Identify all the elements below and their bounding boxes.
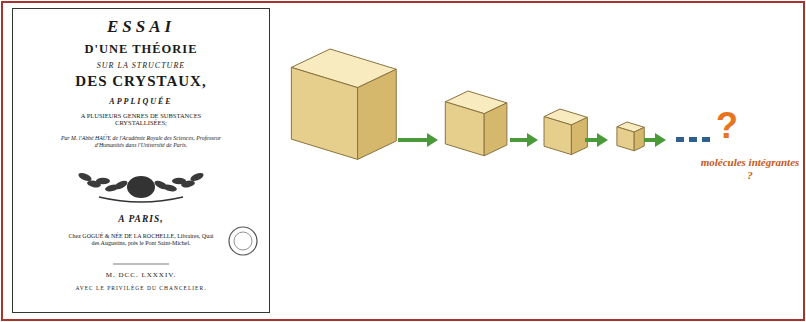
green-arrow [644, 133, 666, 147]
dash [689, 137, 697, 142]
title-text: AVEC LE PRIVILÈGE DU CHANCELIER. [41, 285, 241, 291]
title-page: ESSAI D'UNE THÉORIE SUR LA STRUCTURE DES CR… [12, 8, 270, 313]
crystal-cube [617, 122, 644, 151]
title-text: M. DCC. LXXXIV. [41, 271, 241, 279]
title-text: A PARIS, [66, 214, 216, 225]
dash [676, 137, 684, 142]
caption-label: molécules intégrantes ? [700, 156, 800, 182]
title-text: D'UNE THÉORIE [31, 42, 251, 56]
title-text: ESSAI [41, 17, 241, 37]
crystal-cube [544, 109, 587, 155]
title-text: SUR LA STRUCTURE [41, 61, 241, 70]
dash [702, 137, 710, 142]
ornament [77, 171, 204, 202]
title-text: Chez GOGUÉ & NÉE DE LA ROCHELLE, Librair… [66, 233, 216, 247]
crystal-cube [445, 91, 507, 156]
title-text: Par M. l'Abbé HAÜY, de l'Académie Royale… [46, 135, 236, 148]
green-arrow [398, 133, 438, 147]
title-text: DES CRYSTAUX, [26, 73, 256, 90]
title-text: APPLIQUÉE [41, 97, 241, 106]
rule [113, 264, 169, 265]
library-stamp [229, 227, 257, 255]
title-text: A PLUSIEURS GENRES DE SUBSTANCES CRYSTAL… [66, 112, 216, 127]
question-mark: ? [712, 104, 742, 147]
crystal-cube [291, 49, 396, 159]
green-arrow [585, 133, 608, 147]
green-arrow [510, 133, 538, 147]
